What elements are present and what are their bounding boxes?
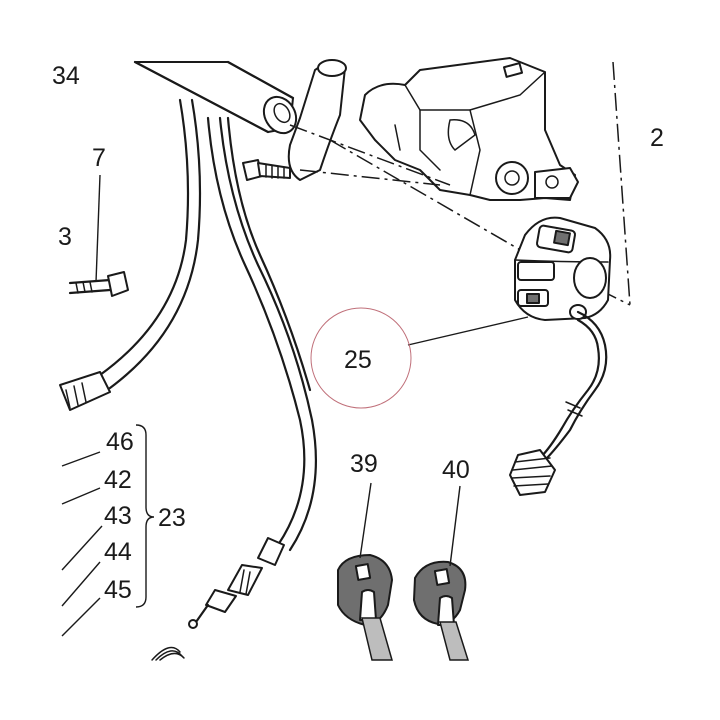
callout-44: 44	[104, 538, 132, 566]
callout-42: 42	[104, 466, 132, 494]
highlight-circle	[310, 307, 412, 409]
return-spring	[151, 646, 185, 661]
callout-40: 40	[442, 456, 470, 484]
ignition-key-40	[413, 560, 470, 661]
leader-lines	[61, 174, 529, 637]
ignition-key-39	[337, 554, 393, 661]
clamp-screw	[242, 159, 291, 181]
callout-43: 43	[104, 502, 132, 530]
callout-46: 46	[106, 428, 134, 456]
handlebar-tube	[133, 60, 298, 135]
throttle-cables	[188, 116, 317, 629]
callout-3: 3	[58, 223, 72, 251]
callout-34: 34	[52, 62, 80, 90]
bolt-part-7	[68, 271, 129, 297]
callout-45: 45	[104, 576, 132, 604]
callout-2: 2	[650, 124, 664, 152]
switch-housing	[514, 216, 612, 321]
wiring-harness	[509, 310, 608, 496]
assembly-guide-lines	[289, 61, 631, 306]
group-brace	[135, 424, 155, 608]
callout-23: 23	[158, 504, 186, 532]
callout-7: 7	[92, 144, 106, 172]
callout-39: 39	[350, 450, 378, 478]
callout-25[interactable]: 25	[344, 346, 372, 374]
master-cylinder	[287, 57, 579, 201]
left-cable	[59, 98, 202, 411]
